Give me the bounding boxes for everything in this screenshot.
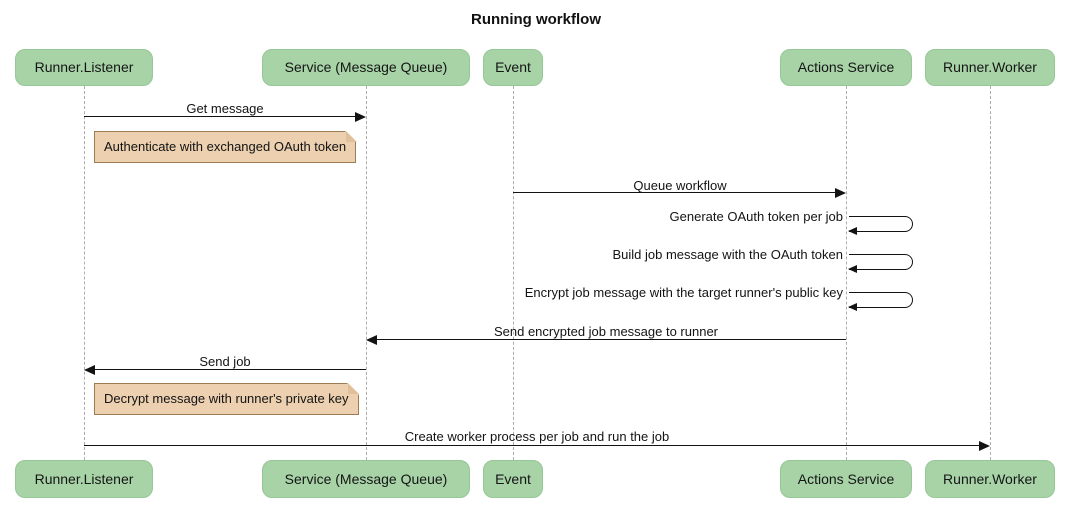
arrowhead-icon (366, 335, 377, 345)
lifeline-actions-service (846, 86, 847, 460)
arrowhead-icon (979, 441, 990, 451)
message-label-build-job-message: Build job message with the OAuth token (612, 247, 843, 262)
message-label-get-message: Get message (186, 101, 264, 116)
message-line-queue-workflow (513, 192, 836, 193)
message-line-send-encrypted-job (377, 339, 846, 340)
actor-top-runner-listener: Runner.Listener (15, 49, 153, 86)
arrowhead-icon (848, 265, 857, 273)
self-loop-line (849, 292, 913, 308)
actor-top-event: Event (483, 49, 543, 86)
self-loop-line (849, 216, 913, 232)
message-label-queue-workflow: Queue workflow (633, 178, 727, 193)
actor-top-runner-worker: Runner.Worker (925, 49, 1055, 86)
arrowhead-icon (84, 365, 95, 375)
note-decrypt-message: Decrypt message with runner's private ke… (94, 382, 359, 415)
lifeline-event (513, 86, 514, 460)
lifeline-runner-worker (990, 86, 991, 460)
message-label-create-worker-process: Create worker process per job and run th… (404, 429, 670, 444)
arrowhead-icon (848, 303, 857, 311)
actor-bottom-actions-service: Actions Service (780, 460, 912, 498)
actor-top-service-message-queue: Service (Message Queue) (262, 49, 470, 86)
arrowhead-icon (848, 227, 857, 235)
arrowhead-icon (355, 112, 366, 122)
note-text: Authenticate with exchanged OAuth token (104, 139, 347, 154)
note-authenticate-oauth: Authenticate with exchanged OAuth token (94, 130, 357, 163)
diagram-title: Running workflow (471, 11, 601, 28)
actor-bottom-runner-listener: Runner.Listener (15, 460, 153, 498)
actor-bottom-service-message-queue: Service (Message Queue) (262, 460, 470, 498)
actor-bottom-event: Event (483, 460, 543, 498)
message-label-generate-oauth-token: Generate OAuth token per job (669, 209, 843, 224)
lifeline-runner-listener (84, 86, 85, 460)
message-label-send-encrypted-job: Send encrypted job message to runner (493, 324, 719, 339)
message-label-encrypt-job-message: Encrypt job message with the target runn… (524, 285, 843, 300)
actor-top-actions-service: Actions Service (780, 49, 912, 86)
actor-bottom-runner-worker: Runner.Worker (925, 460, 1055, 498)
note-text: Decrypt message with runner's private ke… (104, 391, 349, 406)
self-loop-line (849, 254, 913, 270)
lifeline-service-message-queue (366, 86, 367, 460)
message-label-send-job: Send job (199, 354, 251, 369)
message-line-create-worker-process (84, 445, 979, 446)
message-line-send-job (95, 369, 366, 370)
message-line-get-message (84, 116, 356, 117)
arrowhead-icon (835, 188, 846, 198)
